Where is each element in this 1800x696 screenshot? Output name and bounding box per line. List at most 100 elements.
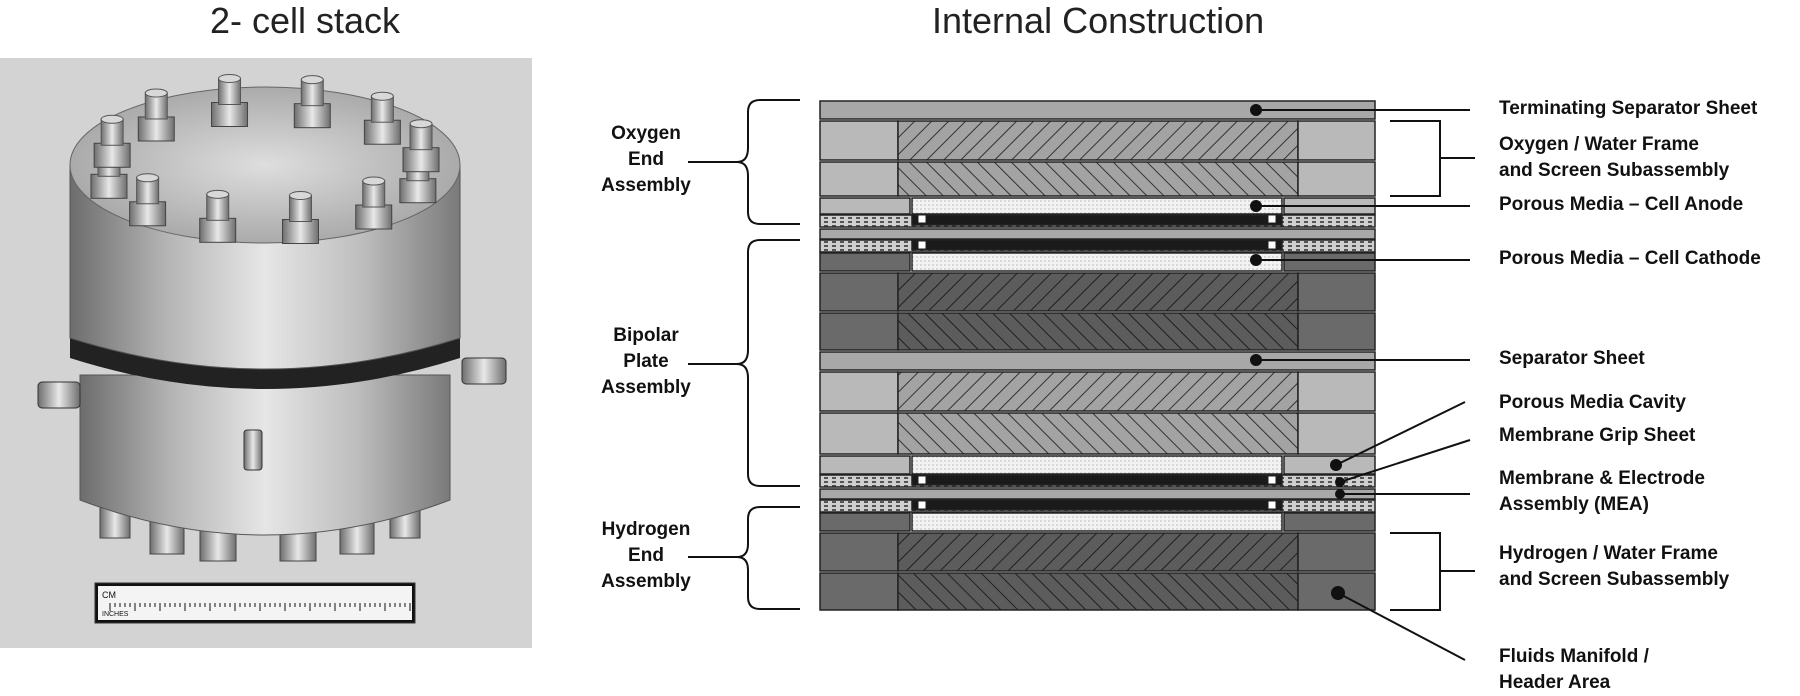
brace-hydrogen-frame [1390, 532, 1441, 611]
ruler-cm-label: CM [102, 590, 116, 600]
oxygen-frame-left-1 [819, 120, 899, 161]
hydrogen-frame-right-1 [1297, 272, 1376, 312]
label-mea: Membrane & Electrode Assembly (MEA) [1499, 466, 1705, 518]
cathode-frame-left-1 [819, 252, 911, 272]
bolt-icon [355, 176, 393, 230]
label-porous-cathode: Porous Media – Cell Cathode [1499, 248, 1761, 269]
oxygen-screen-4 [897, 412, 1299, 455]
bolt-icon [211, 73, 249, 127]
label-line: Membrane & Electrode [1499, 468, 1705, 489]
mea-1 [911, 214, 1283, 226]
mea-3 [911, 474, 1283, 486]
porous-cathode-2 [911, 512, 1283, 532]
label-line: and Screen Subassembly [1499, 160, 1730, 181]
label-terminating-separator-sheet: Terminating Separator Sheet [1499, 98, 1758, 119]
hydrogen-frame-left-4 [819, 572, 899, 611]
label-line: Bipolar [613, 325, 679, 346]
hydrogen-frame-right-3 [1297, 532, 1376, 572]
mea-2 [911, 239, 1283, 251]
label-oxygen-water-frame: Oxygen / Water Frame and Screen Subassem… [1499, 132, 1729, 184]
ruler-inches-label: INCHES [102, 611, 129, 618]
hydrogen-frame-right-2 [1297, 312, 1376, 351]
leader-lines [1250, 104, 1471, 661]
label-line: Assembly [601, 571, 691, 592]
label-oxygen-end-assembly: Oxygen End Assembly [576, 121, 716, 199]
hydrogen-frame-left-2 [819, 312, 899, 351]
bolt-icon [281, 191, 319, 245]
oxygen-frame-right-1 [1297, 120, 1376, 161]
photo-title: 2- cell stack [210, 0, 401, 41]
brace-oxygen-end [736, 99, 761, 225]
right-braces [1390, 120, 1475, 611]
oxygen-frame-left-4 [819, 412, 899, 455]
top-bolts [90, 73, 440, 245]
separator-gap-2 [819, 488, 1376, 500]
brace-bipolar-plate [736, 239, 761, 487]
seal-band [70, 335, 460, 389]
hydrogen-screen-2 [897, 312, 1299, 351]
bolt-icon [129, 173, 167, 227]
cathode-frame-left-2 [819, 512, 911, 532]
label-line: Hydrogen / Water Frame [1499, 543, 1718, 564]
label-line: End [628, 149, 664, 170]
label-line: Assembly [601, 175, 691, 196]
label-line: Assembly (MEA) [1499, 494, 1649, 515]
oxygen-frame-right-3 [1297, 371, 1376, 412]
label-porous-anode: Porous Media – Cell Anode [1499, 194, 1744, 215]
label-hydrogen-end-assembly: Hydrogen End Assembly [576, 517, 716, 595]
anode-frame-left-2 [819, 455, 911, 475]
bolt-icon [93, 114, 131, 168]
separator-gap-1 [819, 228, 1376, 240]
bolt-icon [199, 189, 237, 243]
label-line: Hydrogen [601, 519, 691, 540]
label-fluids-manifold: Fluids Manifold / Header Area [1499, 644, 1649, 696]
brace-oxygen-frame [1390, 120, 1441, 197]
label-line: Header Area [1499, 672, 1611, 693]
seal-markers [917, 214, 1277, 510]
oxygen-frame-left-2 [819, 161, 899, 197]
diagram-title: Internal Construction [932, 0, 1265, 41]
hydrogen-frame-left-3 [819, 532, 899, 572]
porous-cathode-1 [911, 252, 1283, 272]
anode-frame-left-1 [819, 197, 911, 215]
cathode-frame-right-1 [1283, 252, 1376, 272]
hydrogen-screen-1 [897, 272, 1299, 312]
hydrogen-frame-left-1 [819, 272, 899, 312]
oxygen-screen-3 [897, 371, 1299, 412]
label-separator-sheet: Separator Sheet [1499, 348, 1645, 369]
stack-photo: CM INCHES [0, 58, 532, 648]
label-bipolar-plate-assembly: Bipolar Plate Assembly [576, 323, 716, 401]
label-line: Fluids Manifold / [1499, 646, 1649, 667]
label-line: Oxygen [611, 123, 681, 144]
left-braces [688, 99, 800, 610]
label-membrane-grip-sheet: Membrane Grip Sheet [1499, 425, 1696, 446]
oxygen-screen-2 [897, 161, 1299, 197]
anode-frame-right-2 [1283, 455, 1376, 475]
label-line: Assembly [601, 377, 691, 398]
mea-4 [911, 499, 1283, 511]
oxygen-frame-right-2 [1297, 161, 1376, 197]
label-line: End [628, 545, 664, 566]
ruler: CM INCHES [94, 582, 416, 624]
label-line: Oxygen / Water Frame [1499, 134, 1699, 155]
oxygen-frame-left-3 [819, 371, 899, 412]
oxygen-frame-right-4 [1297, 412, 1376, 455]
internal-construction-diagram [819, 100, 1376, 611]
porous-anode-1 [911, 197, 1283, 215]
bolt-icon [402, 119, 440, 173]
bolt-icon [293, 75, 331, 129]
hydrogen-screen-4 [897, 572, 1299, 611]
label-line: and Screen Subassembly [1499, 569, 1730, 590]
oxygen-screen-1 [897, 120, 1299, 161]
porous-anode-2 [911, 455, 1283, 475]
cathode-frame-right-2 [1283, 512, 1376, 532]
bolt-icon [363, 91, 401, 145]
label-line: Plate [623, 351, 669, 372]
side-fittings [37, 357, 507, 471]
label-porous-media-cavity: Porous Media Cavity [1499, 392, 1686, 413]
label-hydrogen-water-frame: Hydrogen / Water Frame and Screen Subass… [1499, 541, 1729, 593]
brace-hydrogen-end [736, 506, 761, 610]
lower-cylinder [79, 374, 451, 536]
bolt-icon [137, 88, 175, 142]
